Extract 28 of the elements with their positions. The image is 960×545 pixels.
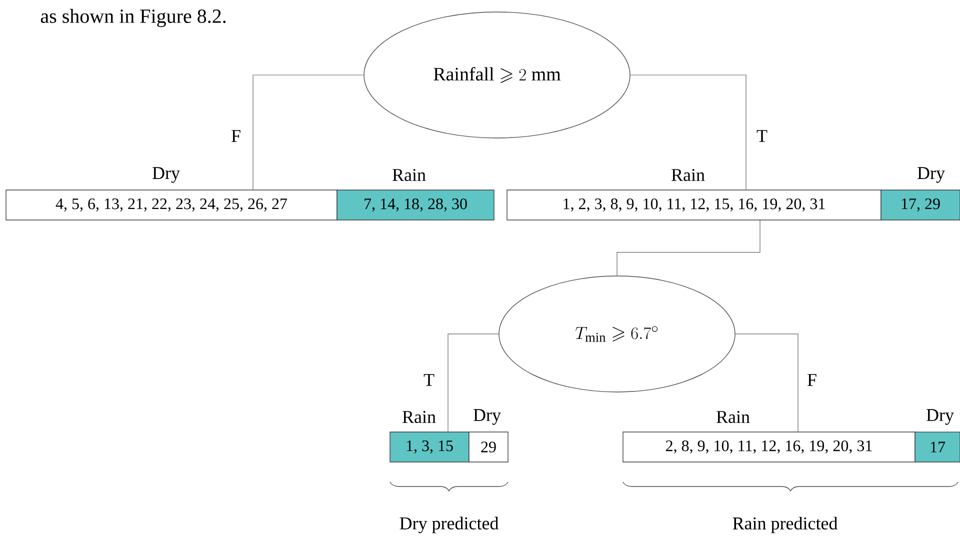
connector-line xyxy=(735,334,798,432)
edge-label: T xyxy=(756,129,768,143)
number-cell: 2, 8, 9, 10, 11, 12, 16, 19, 20, 31 xyxy=(622,432,916,462)
column-heading: Dry xyxy=(474,409,501,425)
column-heading: Rain xyxy=(392,168,426,182)
edge-label: T xyxy=(422,373,436,387)
column-heading: Rain xyxy=(672,168,705,182)
connector-line xyxy=(630,74,746,190)
number-cell: 17 xyxy=(914,432,960,462)
edge-label: F xyxy=(230,129,242,143)
number-cell: 1, 3, 15 xyxy=(390,432,470,462)
connector-line xyxy=(448,334,499,432)
connector-line xyxy=(616,220,760,276)
group-label: Rain predicted xyxy=(732,516,838,534)
number-cell: 29 xyxy=(468,432,508,462)
column-heading: Rain xyxy=(716,410,750,424)
column-heading: Dry xyxy=(152,167,180,183)
column-heading: Dry xyxy=(926,409,954,425)
number-cell: 17, 29 xyxy=(880,190,960,220)
number-cell: 1, 2, 3, 8, 9, 10, 11, 12, 15, 16, 19, 20, 31 xyxy=(506,190,882,220)
number-cell: 7, 14, 18, 28, 30 xyxy=(336,190,494,220)
connector-line xyxy=(252,74,364,190)
group-label: Dry predicted xyxy=(400,516,499,534)
caption-text: as shown in Figure 8.2. xyxy=(40,8,226,28)
column-heading: Rain xyxy=(402,410,436,424)
number-cell: 4, 5, 6, 13, 21, 22, 23, 24, 25, 26, 27 xyxy=(6,190,338,220)
column-heading: Dry xyxy=(918,167,945,183)
edge-label: F xyxy=(806,373,818,387)
